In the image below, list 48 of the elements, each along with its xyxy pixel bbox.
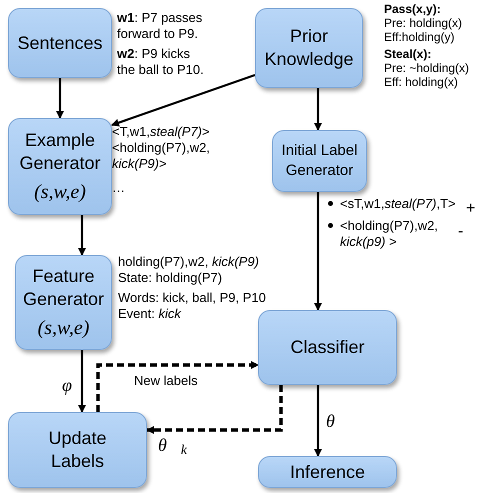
process-box [258, 456, 397, 488]
box-label: Update Labels [47, 427, 108, 473]
edge-label: θ⃗ [326, 410, 349, 433]
annotation: w2: P9 kicks the ball to P10. [117, 46, 205, 78]
formula: (s,w,e) [34, 180, 86, 204]
arrow [314, 88, 322, 131]
arrow [78, 350, 86, 413]
process-box [8, 118, 112, 215]
process-box [258, 310, 397, 385]
box-label: Inference [290, 460, 366, 484]
box-label: Classifier [290, 336, 364, 359]
rule-text: Pre: holding(x) [384, 16, 462, 30]
annotation: <holding(P7),w2, kick(P9)> [112, 140, 211, 172]
formula: (s,w,e) [38, 316, 90, 340]
rule-text: Pre: ~holding(x) [384, 61, 470, 75]
annotation: w1: P7 passes forward to P9. [117, 10, 204, 42]
rule-text: Steal(x): [384, 47, 432, 61]
bullet-item: <holding(P7),w2, kick(p9) > [328, 218, 452, 250]
sign-label: + [466, 202, 476, 216]
annotation: State: holding(P7) [118, 270, 224, 286]
box-label: Example Generator [18, 128, 102, 174]
box-label: Feature Generator [22, 264, 106, 310]
process-box [8, 412, 147, 488]
arrow [314, 192, 322, 311]
sign-label: - [458, 225, 464, 239]
annotation: holding(P7),w2, kick(P9) [118, 254, 260, 270]
arrow [314, 385, 322, 457]
box-label: Prior Knowledge [263, 25, 355, 71]
annotation: … [112, 180, 126, 196]
process-box [8, 8, 112, 78]
annotation: <T,w1,steal(P7)> [112, 124, 211, 140]
arrow [111, 74, 256, 126]
arrow [78, 215, 86, 256]
process-box [255, 8, 363, 88]
rule-text: Eff:holding(y) [384, 30, 454, 44]
arrow [56, 78, 64, 119]
rule-text: Pass(x,y): [384, 2, 441, 16]
annotation: Event: kick [118, 306, 182, 322]
process-box [15, 255, 112, 350]
arrow [96, 361, 259, 412]
edge-label: θ⃗$_{k}$ [158, 434, 187, 459]
box-label: Initial Label Generator [280, 141, 358, 181]
annotation: Words: kick, ball, P9, P10 [118, 290, 267, 306]
box-label: Sentences [17, 32, 103, 54]
process-box [272, 130, 367, 192]
rule-text: Eff: holding(x) [384, 75, 458, 89]
edge-label: φ⃗ [62, 374, 86, 397]
arrow [146, 385, 283, 434]
